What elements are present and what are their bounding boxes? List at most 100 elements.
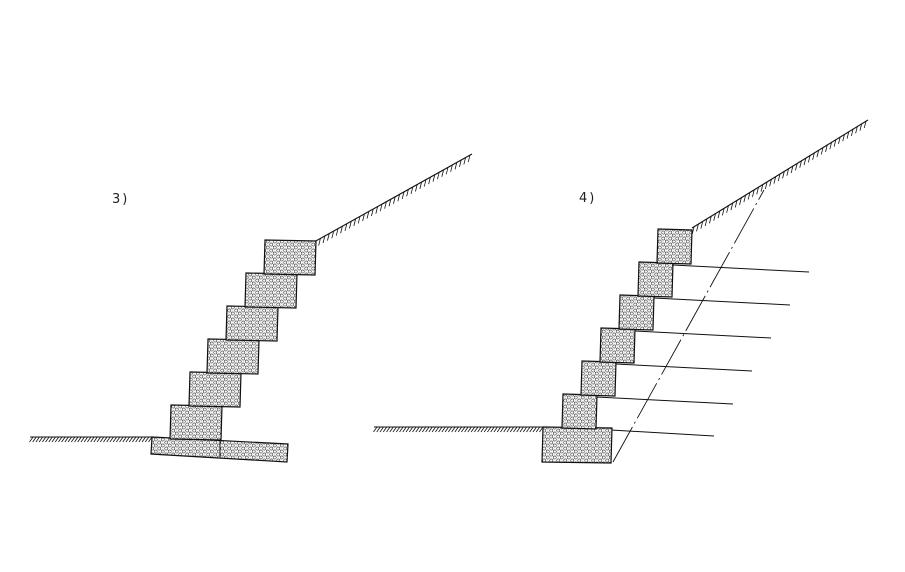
hatch-tick — [833, 139, 837, 147]
hatch-tick — [803, 158, 807, 166]
hatch-tick — [859, 123, 863, 131]
hatch-tick — [373, 426, 378, 433]
hatch-tick — [739, 197, 742, 205]
hatch-tick — [362, 213, 365, 222]
hatch-tick — [825, 144, 828, 152]
hatch-tick — [457, 426, 462, 433]
fig3-gabion-6 — [263, 239, 317, 276]
hatch-tick — [747, 192, 751, 200]
hatch-tick — [459, 159, 462, 168]
hatch-tick — [756, 187, 759, 195]
hatch-tick — [106, 436, 111, 443]
fig3-gabion-3 — [206, 338, 260, 375]
fig4-excavation-line — [612, 189, 765, 463]
hatch-tick — [807, 155, 811, 163]
hatch-tick — [353, 218, 356, 226]
hatch-tick — [384, 201, 387, 209]
hatch-tick — [375, 206, 378, 214]
hatch-tick — [408, 426, 414, 433]
hatch-tick — [61, 436, 66, 443]
hatch-tick — [29, 436, 34, 443]
hatch-tick — [406, 189, 409, 197]
hatch-tick — [322, 235, 326, 244]
fig4-reinforcement-3 — [615, 363, 753, 372]
hatch-tick — [344, 223, 348, 231]
hatch-tick — [90, 436, 95, 443]
hatch-tick — [691, 226, 695, 235]
hatch-tick — [506, 426, 511, 433]
hatch-tick — [67, 436, 72, 443]
hatch-tick — [125, 436, 130, 443]
hatch-tick — [418, 426, 423, 433]
hatch-tick — [109, 436, 114, 443]
fig4-slope-hatch — [691, 120, 867, 235]
hatch-tick — [431, 426, 436, 433]
figure-4: 4) — [373, 119, 869, 464]
hatch-tick — [415, 184, 418, 192]
hatch-tick — [529, 426, 534, 433]
hatch-tick — [487, 426, 492, 433]
hatch-tick — [435, 426, 440, 433]
hatch-tick — [80, 436, 85, 443]
hatch-tick — [795, 163, 798, 171]
hatch-tick — [526, 426, 531, 433]
hatch-tick — [816, 150, 820, 158]
hatch-tick — [99, 436, 105, 443]
hatch-tick — [493, 426, 498, 433]
hatch-tick — [532, 426, 537, 433]
hatch-tick — [474, 426, 479, 433]
hatch-tick — [402, 426, 407, 433]
hatch-tick — [752, 189, 755, 197]
hatch-tick — [764, 181, 768, 190]
hatch-tick — [799, 160, 802, 168]
fig3-crest-slope — [313, 153, 473, 249]
hatch-tick — [451, 426, 456, 433]
hatch-tick — [863, 120, 867, 129]
hatch-tick — [696, 224, 699, 232]
fig4-reinforcement-2 — [595, 396, 734, 405]
fig4-reinforcement-6 — [672, 264, 810, 273]
hatch-tick — [412, 426, 417, 433]
hatch-tick — [441, 426, 446, 433]
hatch-tick — [144, 436, 150, 443]
hatch-tick — [786, 168, 789, 176]
hatch-tick — [726, 205, 729, 213]
fig4-reinforcement-1 — [610, 429, 715, 437]
hatch-tick — [730, 203, 734, 211]
hatch-tick — [32, 436, 37, 443]
hatch-tick — [522, 426, 528, 433]
fig3-gabion-2 — [188, 371, 242, 408]
hatch-tick — [388, 199, 392, 207]
hatch-tick — [782, 171, 785, 179]
hatch-tick — [103, 436, 108, 443]
hatch-tick — [700, 221, 703, 229]
hatch-tick — [464, 426, 469, 433]
hatch-tick — [423, 179, 427, 187]
hatch-tick — [855, 126, 858, 134]
fig4-reinforcement-4 — [634, 330, 772, 339]
hatch-tick — [379, 204, 383, 212]
hatch-tick — [64, 436, 69, 443]
hatch-tick — [357, 216, 361, 224]
hatch-tick — [116, 436, 121, 443]
hatch-tick — [483, 426, 488, 433]
hatch-tick — [734, 200, 738, 208]
fig4-toe-hatch — [373, 426, 544, 433]
hatch-tick — [349, 221, 352, 229]
hatch-tick — [401, 191, 405, 199]
hatch-tick — [119, 436, 124, 443]
hatch-tick — [87, 436, 92, 443]
fig4-toe-ground — [373, 426, 544, 433]
hatch-tick — [83, 436, 89, 443]
hatch-tick — [490, 426, 495, 433]
hatch-tick — [470, 426, 475, 433]
hatch-tick — [461, 426, 466, 433]
hatch-tick — [438, 426, 443, 433]
hatch-tick — [135, 436, 140, 443]
fig3-slope-hatch — [313, 154, 471, 249]
fig3-gabion-5 — [244, 272, 298, 309]
hatch-tick — [54, 436, 60, 443]
hatch-tick — [428, 177, 431, 185]
hatch-tick — [448, 426, 453, 433]
hatch-tick — [467, 426, 472, 433]
